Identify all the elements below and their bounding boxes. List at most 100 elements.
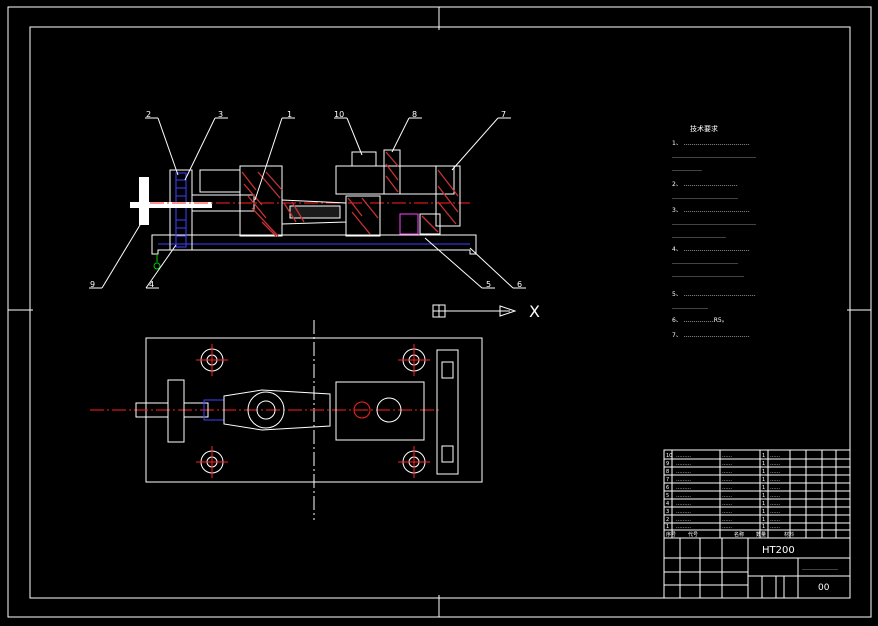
drawing-number: 00	[818, 583, 830, 593]
note-line: ……………………………	[672, 194, 738, 201]
bom-row-num: 4	[666, 501, 669, 507]
screw-threads	[176, 179, 186, 237]
bom-row-qty: 1	[762, 477, 765, 483]
bom-row-num: 1	[666, 524, 669, 530]
bom-row-code: ………	[676, 453, 691, 459]
note-line: 6、 ……………R5。	[672, 317, 728, 324]
bom-row-qty: 1	[762, 461, 765, 467]
bom-row-mat: ……	[770, 524, 780, 530]
bom-row-num: 10	[666, 453, 672, 459]
note-line: ……………………………………	[672, 153, 756, 160]
bom-header-cell: 代号	[688, 531, 698, 538]
bom-row-num: 2	[666, 517, 669, 523]
bom-row-code: ………	[676, 461, 691, 467]
bom-row-name: ……	[722, 453, 732, 459]
bom-row-name: ……	[722, 461, 732, 467]
base-plate	[151, 234, 477, 255]
callout-10: 10	[334, 110, 344, 119]
note-line: 5、 ………………………………	[672, 291, 756, 298]
plan-linkage	[223, 389, 331, 431]
note-line: ……………………………………	[672, 220, 756, 227]
bom-row-name: ……	[722, 477, 732, 483]
bom-row-name: ……	[722, 493, 732, 499]
callout-5: 5	[486, 280, 491, 289]
bom-row-num: 6	[666, 485, 669, 491]
bom-row-mat: ……	[770, 509, 780, 515]
bom-row-mat: ……	[770, 453, 780, 459]
callout-2: 2	[146, 110, 151, 119]
plan-clamp-plate	[436, 349, 459, 475]
centering-marks	[8, 7, 871, 617]
bom-row-num: 7	[666, 477, 669, 483]
material-label: HT200	[762, 545, 795, 556]
bolt-holes	[200, 348, 426, 474]
bom-row-num: 8	[666, 469, 669, 475]
callout-6: 6	[517, 280, 522, 289]
note-line: ……………………………	[672, 259, 738, 266]
bom-row-code: ………	[676, 493, 691, 499]
bom-row-mat: ……	[770, 493, 780, 499]
bom-row-qty: 1	[762, 469, 765, 475]
bom-header-cell: 名称	[734, 531, 744, 538]
callout-1: 1	[287, 110, 292, 119]
bom-row-qty: 1	[762, 517, 765, 523]
bom-row-qty: 1	[762, 509, 765, 515]
green-marker	[153, 262, 161, 270]
bom-row-mat: ……	[770, 517, 780, 523]
callout-8: 8	[412, 110, 417, 119]
note-line: 3、 ……………………………	[672, 207, 750, 214]
bom-row-code: ………	[676, 469, 691, 475]
leader-lines	[89, 117, 526, 289]
bom-row-code: ………	[676, 524, 691, 530]
plan-fixed-block	[335, 381, 425, 441]
ucs-axis-icon	[432, 304, 517, 318]
bom-row-mat: ……	[770, 477, 780, 483]
bom-row-num: 9	[666, 461, 669, 467]
plan-hand-wheel	[167, 379, 185, 443]
bom-row-name: ……	[722, 524, 732, 530]
bom-row-code: ………	[676, 517, 691, 523]
note-line: 4、 ……………………………	[672, 246, 750, 253]
bom-row-num: 3	[666, 509, 669, 515]
bom-row-qty: 1	[762, 501, 765, 507]
callout-9: 9	[90, 280, 95, 289]
bom-row-qty: 1	[762, 493, 765, 499]
note-line: ………………………………	[672, 272, 744, 279]
note-line: 7、 ……………………………	[672, 332, 750, 339]
bom-row-name: ……	[722, 509, 732, 515]
bom-row-name: ……	[722, 501, 732, 507]
callout-3: 3	[218, 110, 223, 119]
note-line: ………………………	[672, 233, 726, 240]
bom-header-cell: 数量	[756, 531, 766, 538]
bom-row-mat: ……	[770, 461, 780, 467]
bom-row-code: ………	[676, 477, 691, 483]
bom-row-mat: ……	[770, 469, 780, 475]
bom-row-num: 5	[666, 493, 669, 499]
bom-row-qty: 1	[762, 524, 765, 530]
bom-row-code: ………	[676, 509, 691, 515]
top-plan-view	[90, 320, 483, 520]
bom-row-name: ……	[722, 485, 732, 491]
notes-title: 技术要求	[690, 124, 718, 133]
bom-row-code: ………	[676, 501, 691, 507]
bom-row-qty: 1	[762, 453, 765, 459]
bom-header-cell: 序号	[666, 531, 676, 538]
axis-x-label: X	[529, 302, 540, 321]
bom-row-qty: 1	[762, 485, 765, 491]
right-jaw	[435, 165, 461, 227]
front-section-view	[130, 149, 477, 255]
bom-row-mat: ……	[770, 501, 780, 507]
note-line: 1、 ……………………………	[672, 140, 750, 147]
note-line: ………………	[672, 304, 708, 311]
hand-wheel	[139, 177, 149, 225]
bom-row-code: ………	[676, 485, 691, 491]
callout-4: 4	[149, 280, 154, 289]
title-block	[663, 449, 851, 599]
bom-row-name: ……	[722, 517, 732, 523]
bom-header-cell: 材料	[784, 531, 794, 538]
bom-table: 10 ……… …… 1 …… 9 ……… …… 1 …… 8 ……… …… 1 …	[666, 453, 794, 538]
movable-jaw	[199, 169, 241, 193]
section-hatching	[241, 151, 459, 237]
bom-row-mat: ……	[770, 485, 780, 491]
